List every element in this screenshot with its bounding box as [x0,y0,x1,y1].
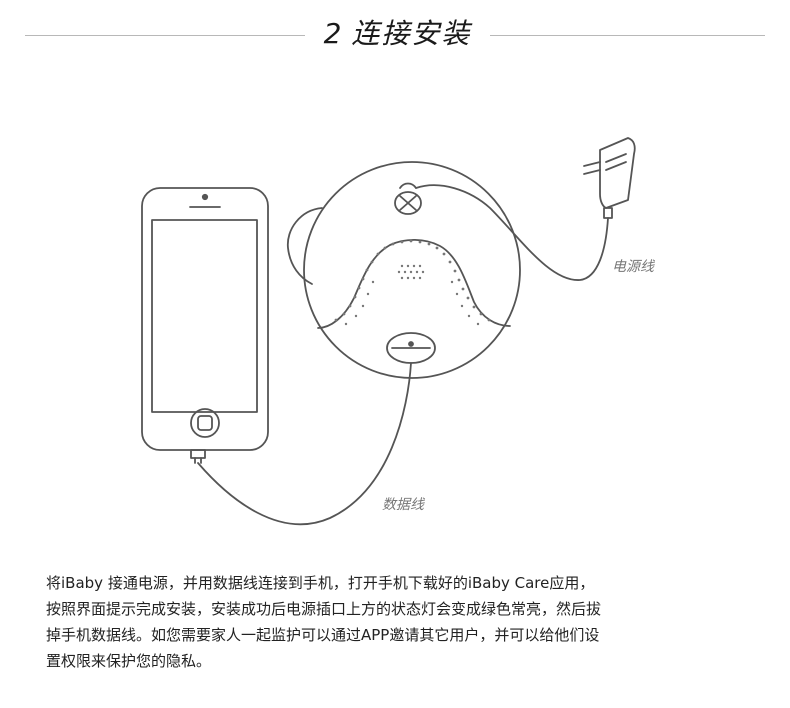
smartphone-icon [141,187,269,451]
instruction-line-2: 按照界面提示完成安装，安装成功后电源插口上方的状态灯会变成绿色常亮，然后拔 [46,600,602,618]
instructions-text: 将iBaby 接通电源，并用数据线连接到手机，打开手机下载好的iBaby Car… [46,570,766,674]
instruction-line-4: 置权限来保护您的隐私。 [46,652,212,670]
speaker-grille [334,239,491,326]
diagram-illustration [141,137,636,526]
power-cable-label: 电源线 [612,259,654,275]
header-divider-right [490,35,765,36]
section-number: 2 [323,17,344,50]
usb-connector-icon [190,449,206,464]
header-divider-left [25,35,305,36]
data-cable-label: 数据线 [382,497,424,513]
installation-diagram: 电源线 数据线 [0,70,790,560]
instruction-line-1: 将iBaby 接通电源，并用数据线连接到手机，打开手机下载好的iBaby Car… [46,574,595,592]
power-adapter-icon [583,137,636,219]
camera-device-icon [287,161,521,379]
data-cable [197,362,412,526]
power-cable [415,184,609,281]
instruction-line-3: 掉手机数据线。如您需要家人一起监护可以通过APP邀请其它用户，并可以给他们设 [46,626,600,644]
section-title-text: 连接安装 [351,17,472,50]
